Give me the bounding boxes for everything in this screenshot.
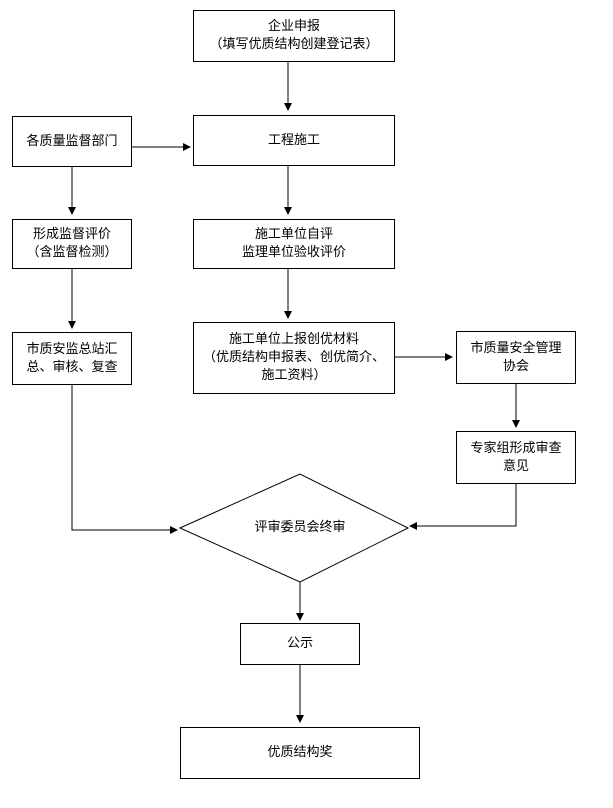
award-label: 优质结构奖 <box>267 745 333 760</box>
city-station-node: 市质安监总站汇 总、审核、复查 <box>12 332 132 385</box>
self-evaluation-node: 施工单位自评 监理单位验收评价 <box>193 219 395 269</box>
expert-opinion-node: 专家组形成审查 意见 <box>456 431 576 484</box>
construction-node: 工程施工 <box>193 115 395 166</box>
supervision-evaluation-line1: 形成监督评价 <box>32 227 111 242</box>
final-review-label: 评审委员会终审 <box>254 520 346 535</box>
arrow-station-to-finalreview <box>71 385 178 534</box>
construction-label: 工程施工 <box>267 132 320 148</box>
self-evaluation-line2: 监理单位验收评价 <box>241 245 346 260</box>
quality-departments-label: 各质量监督部门 <box>26 133 118 149</box>
submit-materials-node: 施工单位上报创优材料 （优质结构申报表、创优简介、 施工资料） <box>193 322 395 394</box>
city-station-line1: 市质安监总站汇 <box>26 341 118 357</box>
submit-materials-line1: 施工单位上报创优材料 <box>228 332 359 347</box>
award-node: 优质结构奖 <box>180 727 420 779</box>
city-association-line2: 协会 <box>502 358 529 374</box>
arrow-expert-to-finalreview <box>409 484 517 530</box>
enterprise-report-note: （填写优质结构创建登记表） <box>209 37 379 52</box>
submit-materials-line3: 施工资料） <box>261 368 327 383</box>
enterprise-report-node: 企业申报 （填写优质结构创建登记表） <box>193 10 395 62</box>
city-association-line1: 市质量安全管理 <box>470 340 562 356</box>
expert-opinion-line1: 专家组形成审查 <box>470 440 562 456</box>
submit-materials-line2: （优质结构申报表、创优简介、 <box>202 350 385 365</box>
city-station-line2: 总、审核、复查 <box>26 359 118 375</box>
self-evaluation-line1: 施工单位自评 <box>254 227 333 242</box>
supervision-evaluation-node: 形成监督评价 （含监督检测） <box>12 219 132 269</box>
city-association-node: 市质量安全管理 协会 <box>456 331 576 384</box>
supervision-evaluation-line2: （含监督检测） <box>26 245 118 260</box>
quality-departments-node: 各质量监督部门 <box>12 116 132 167</box>
expert-opinion-line2: 意见 <box>502 458 529 474</box>
final-review-diamond <box>178 473 410 583</box>
publicity-label: 公示 <box>286 636 313 651</box>
publicity-node: 公示 <box>240 623 360 665</box>
enterprise-report-title: 企业申报 <box>267 19 320 34</box>
